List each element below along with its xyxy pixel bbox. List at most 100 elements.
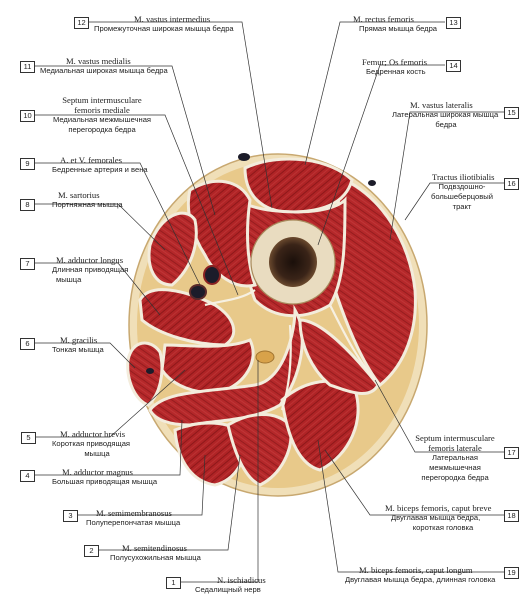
leader-14	[317, 64, 445, 246]
label-17-russian-3: перегородка бедра	[421, 473, 489, 482]
label-1: N. ischiadicus Седалищный нерв	[195, 575, 266, 595]
label-12-latin: M. vastus intermedius	[134, 14, 211, 24]
leader-lines	[33, 21, 505, 583]
label-14-latin: Femur; Os femoris	[362, 57, 427, 67]
label-18-latin: M. biceps femoris, caput breve	[385, 503, 492, 513]
leader-8	[33, 203, 166, 251]
femoral-artery	[203, 265, 221, 285]
leader-1	[178, 360, 259, 583]
label-19-russian: Двуглавая мышца бедра, длинная головка	[345, 575, 496, 584]
label-15-russian-2: бедра	[435, 120, 457, 129]
label-number-15: 15	[504, 107, 519, 119]
label-7-russian: Длинная приводящая	[52, 265, 129, 274]
label-2: M. semitendinosus Полусухожильная мышца	[110, 543, 201, 563]
biceps-femoris-long-head-muscle	[280, 379, 360, 472]
medial-vessel	[146, 368, 154, 374]
leader-12	[86, 21, 273, 209]
label-6-latin: M. gracilis	[60, 335, 98, 345]
label-16-russian-3: тракт	[452, 202, 472, 211]
label-12-russian: Промежуточная широкая мышца бедра	[94, 24, 234, 33]
label-number-18: 18	[504, 510, 519, 522]
label-11-russian: Медиальная широкая мышца бедра	[40, 66, 168, 75]
femoral-vein	[189, 284, 207, 300]
label-2-latin: M. semitendinosus	[122, 543, 187, 553]
label-number-1: 1	[166, 577, 181, 589]
label-16-latin: Tractus iliotibialis	[432, 172, 495, 182]
label-5-latin: M. adductor brevis	[60, 429, 126, 439]
label-13-latin: M. rectus femoris	[353, 14, 414, 24]
posterior-septum-line	[280, 324, 292, 411]
label-14: Femur; Os femoris Бедренная кость	[362, 57, 427, 77]
label-number-2: 2	[84, 545, 99, 557]
label-9-russian: Бедренные артерия и вена	[52, 165, 148, 174]
label-9-latin: A. et V. femorales	[60, 155, 122, 165]
label-19-latin: M. biceps femoris, caput longum	[359, 565, 473, 575]
leader-9	[33, 162, 201, 286]
leader-5	[34, 369, 186, 438]
label-16: Tractus iliotibialis Подвздошно- большеб…	[422, 172, 502, 212]
label-number-14: 14	[446, 60, 461, 72]
label-number-13: 13	[446, 17, 461, 29]
label-15: M. vastus lateralis Латеральная широкая …	[392, 100, 500, 130]
label-18: M. biceps femoris, caput breve Двуглавая…	[385, 503, 501, 533]
label-number-7: 7	[20, 258, 35, 270]
lateral-vessel	[368, 180, 376, 186]
label-4-russian: Большая приводящая мышца	[52, 477, 158, 486]
femur-marrow	[269, 237, 317, 287]
label-2-russian: Полусухожильная мышца	[110, 553, 201, 562]
label-number-4: 4	[20, 470, 35, 482]
leader-2	[96, 454, 241, 551]
label-1-russian: Седалищный нерв	[195, 585, 261, 594]
label-3-russian: Полуперепончатая мышца	[86, 518, 181, 527]
adductor-brevis-muscle	[160, 338, 255, 395]
lateral-septum-line	[329, 304, 381, 386]
label-number-3: 3	[63, 510, 78, 522]
label-number-16: 16	[504, 178, 519, 190]
label-17-latin-2: femoris laterale	[428, 443, 482, 453]
leader-15	[389, 111, 505, 241]
semitendinosus-muscle	[226, 413, 293, 487]
label-13-russian: Прямая мышца бедра	[359, 24, 438, 33]
label-number-8: 8	[20, 199, 35, 211]
label-8-russian: Портняжная мышца	[52, 200, 123, 209]
label-5-russian-2: мышца	[84, 449, 110, 458]
label-16-russian: Подвздошно-	[438, 182, 486, 191]
label-8: M. sartorius Портняжная мышца	[52, 190, 123, 210]
label-8-latin: M. sartorius	[58, 190, 100, 200]
label-10-russian-2: перегородка бедра	[68, 125, 136, 134]
label-7-latin: M. adductor longus	[56, 255, 124, 265]
label-4-latin: M. adductor magnus	[62, 467, 133, 477]
leader-11	[33, 65, 216, 216]
leader-17	[374, 379, 505, 453]
label-17-russian: Латеральная	[431, 453, 479, 462]
label-number-12: 12	[74, 17, 89, 29]
label-number-11: 11	[20, 61, 35, 73]
label-5: M. adductor brevis Короткая приводящая м…	[52, 429, 142, 459]
label-6: M. gracilis Тонкая мышца	[52, 335, 104, 355]
label-14-russian: Бедренная кость	[366, 67, 426, 76]
label-10-russian: Медиальная межмышечная	[52, 115, 152, 124]
label-11-latin: M. vastus medialis	[66, 56, 131, 66]
label-15-russian: Латеральная широкая мышца	[392, 110, 499, 119]
label-10: Septum intermusculare femoris mediale Ме…	[48, 95, 156, 135]
label-7-russian-2: мышца	[56, 275, 82, 284]
label-6-russian: Тонкая мышца	[52, 345, 104, 354]
leader-7	[33, 262, 161, 316]
sciatic-nerve	[255, 350, 275, 364]
label-15-latin: M. vastus lateralis	[410, 100, 473, 110]
label-11: M. vastus medialis Медиальная широкая мы…	[40, 56, 168, 76]
leader-18	[324, 449, 505, 516]
label-number-5: 5	[21, 432, 36, 444]
label-17-latin: Septum intermusculare	[415, 433, 495, 443]
label-number-6: 6	[20, 338, 35, 350]
label-number-9: 9	[20, 158, 35, 170]
gracilis-muscle	[126, 341, 164, 407]
label-19: M. biceps femoris, caput longum Двуглава…	[345, 565, 495, 585]
femoral-vessels	[146, 153, 376, 374]
rectus-femoris-muscle	[243, 157, 354, 214]
leader-3	[75, 454, 206, 516]
label-17: Septum intermusculare femoris laterale Л…	[408, 433, 502, 483]
leader-4	[33, 419, 183, 476]
label-number-17: 17	[504, 447, 519, 459]
